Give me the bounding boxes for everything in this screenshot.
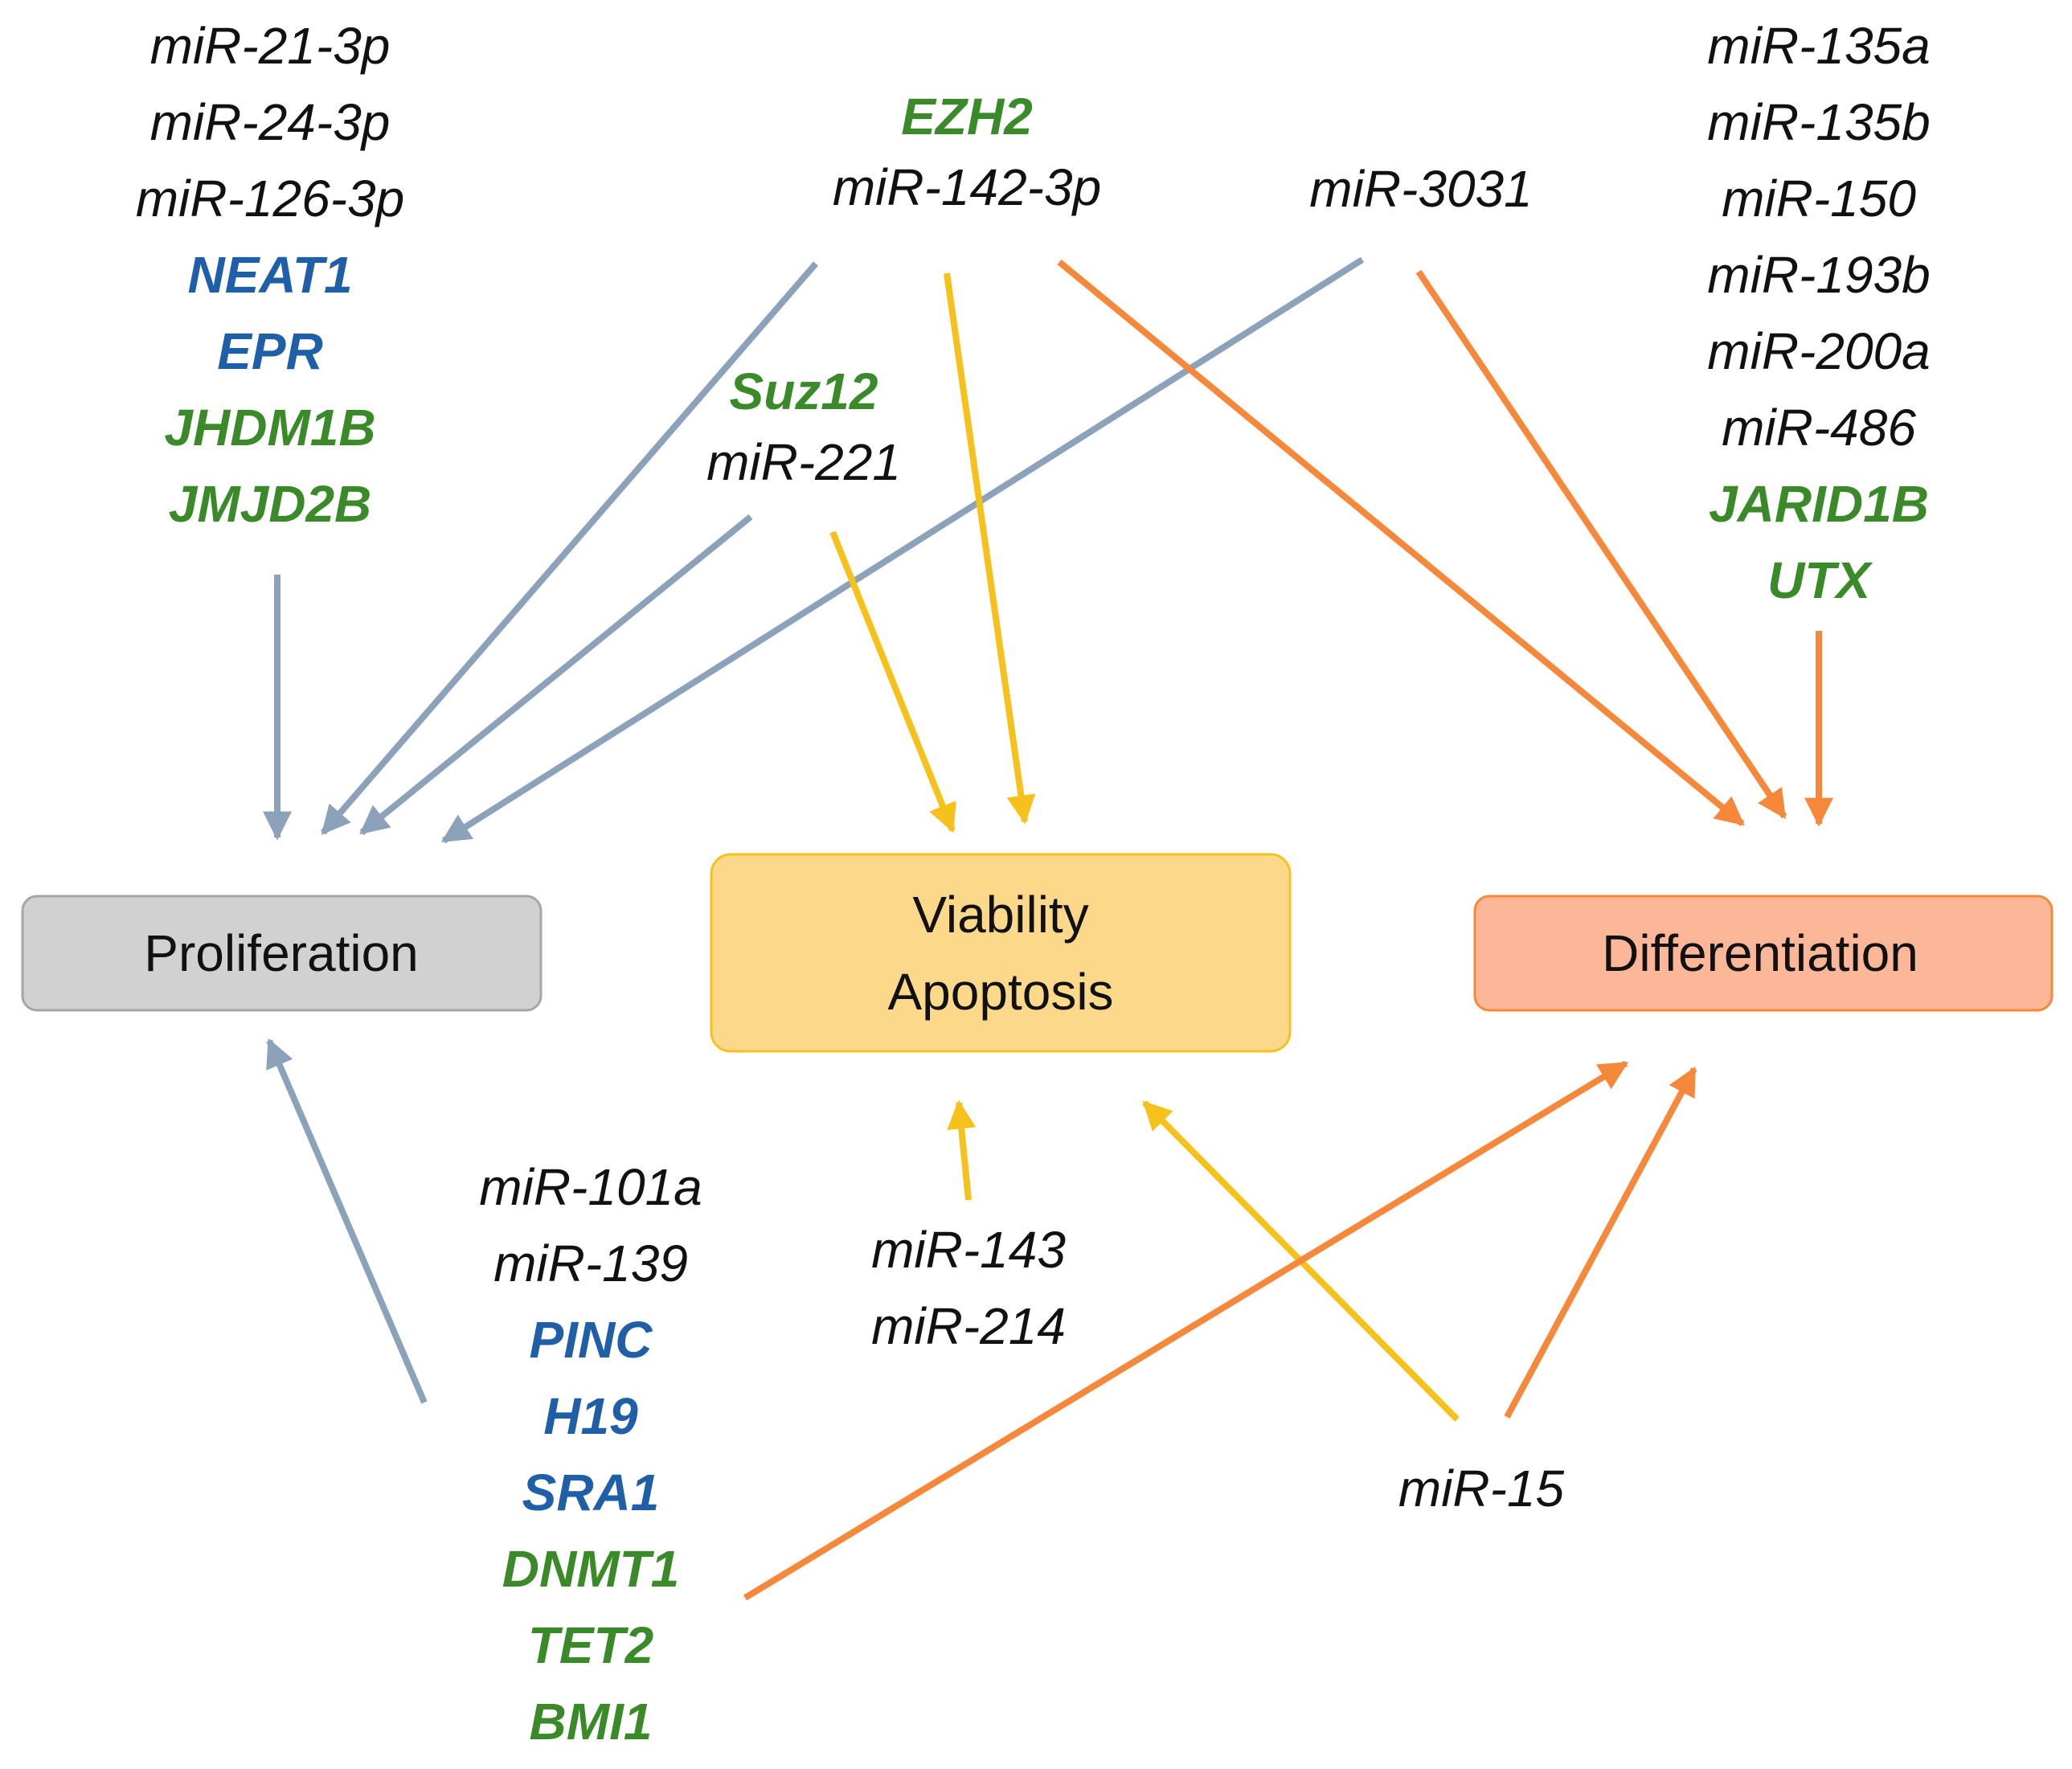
arrow-middle-center-to-proliferation [359,514,753,836]
regulator-mir-142-3p: miR-142-3p [833,158,1101,216]
regulator-jmjd2b: JMJD2B [169,475,372,533]
regulator-mir-221: miR-221 [706,433,901,491]
arrow-top-right-center-to-differentiation [1415,269,1787,819]
regulator-mir-135a: miR-135a [1707,17,1930,75]
proliferation-node: Proliferation [21,895,543,1012]
viability-label: Viability [912,886,1088,944]
group-top-right-center: miR-3031 [1309,160,1532,218]
group-top-right: miR-135a miR-135b miR-150 miR-193b miR-200a m… [1707,17,1930,609]
regulator-mir-143: miR-143 [871,1221,1066,1279]
regulator-mir-24-3p: miR-24-3p [150,93,391,151]
arrow-top-right-center-to-proliferation [440,256,1365,844]
regulator-mir-193b: miR-193b [1707,246,1930,304]
regulator-sra1: SRA1 [522,1464,660,1521]
regulator-bmi1: BMI1 [530,1693,653,1751]
arrow-middle-center-to-viability [829,530,956,833]
regulator-utx: UTX [1767,551,1873,609]
regulator-mir-214: miR-214 [871,1297,1066,1355]
arrow-bottom-left-to-differentiation [743,1060,1629,1601]
regulator-neat1: NEAT1 [187,246,352,304]
proliferation-label: Proliferation [144,924,419,982]
arrow-bottom-right-to-differentiation [1504,1066,1697,1419]
regulator-epr: EPR [217,322,323,380]
edges [263,256,1833,1601]
regulator-suz12: Suz12 [730,362,878,420]
regulator-mir-139: miR-139 [493,1235,688,1292]
regulator-mir-150: miR-150 [1722,170,1916,227]
apoptosis-label: Apoptosis [887,963,1113,1021]
regulator-mir-486: miR-486 [1722,399,1916,457]
regulator-dnmt1: DNMT1 [502,1540,679,1598]
group-bottom-right: miR-15 [1398,1460,1565,1517]
regulator-tet2: TET2 [528,1616,653,1674]
proliferation-box [21,895,543,1012]
regulator-mir-101a: miR-101a [479,1158,702,1216]
group-top-center: EZH2 miR-142-3p [833,88,1101,216]
group-bottom-center: miR-143 miR-214 [871,1221,1066,1355]
arrow-bottom-center-to-viability [947,1099,977,1201]
viability-node: Viability Apoptosis [710,853,1292,1053]
differentiation-node: Differentiation [1473,895,2054,1012]
group-middle-center: Suz12 miR-221 [706,362,901,491]
regulator-mir-15: miR-15 [1398,1460,1565,1517]
differentiation-box [1473,895,2054,1012]
regulator-h19: H19 [543,1387,638,1445]
regulator-ezh2: EZH2 [901,88,1033,145]
regulator-mir-200a: miR-200a [1707,322,1930,380]
regulator-mir-135b: miR-135b [1707,93,1930,151]
regulator-jhdm1b: JHDM1B [164,399,375,457]
arrow-top-center-to-proliferation [320,261,819,835]
regulator-mir-21-3p: miR-21-3p [150,17,391,75]
viability-box [710,853,1292,1053]
arrow-bottom-left-to-proliferation [266,1038,428,1404]
regulator-mir-126-3p: miR-126-3p [136,170,404,227]
regulator-jarid1b: JARID1B [1709,475,1929,533]
regulator-pinc: PINC [530,1311,653,1369]
differentiation-label: Differentiation [1602,924,1918,982]
regulator-mir-3031: miR-3031 [1309,160,1532,218]
arrow-top-center-to-viability [944,272,1036,825]
arrow-top-center-to-differentiation [1057,259,1745,827]
